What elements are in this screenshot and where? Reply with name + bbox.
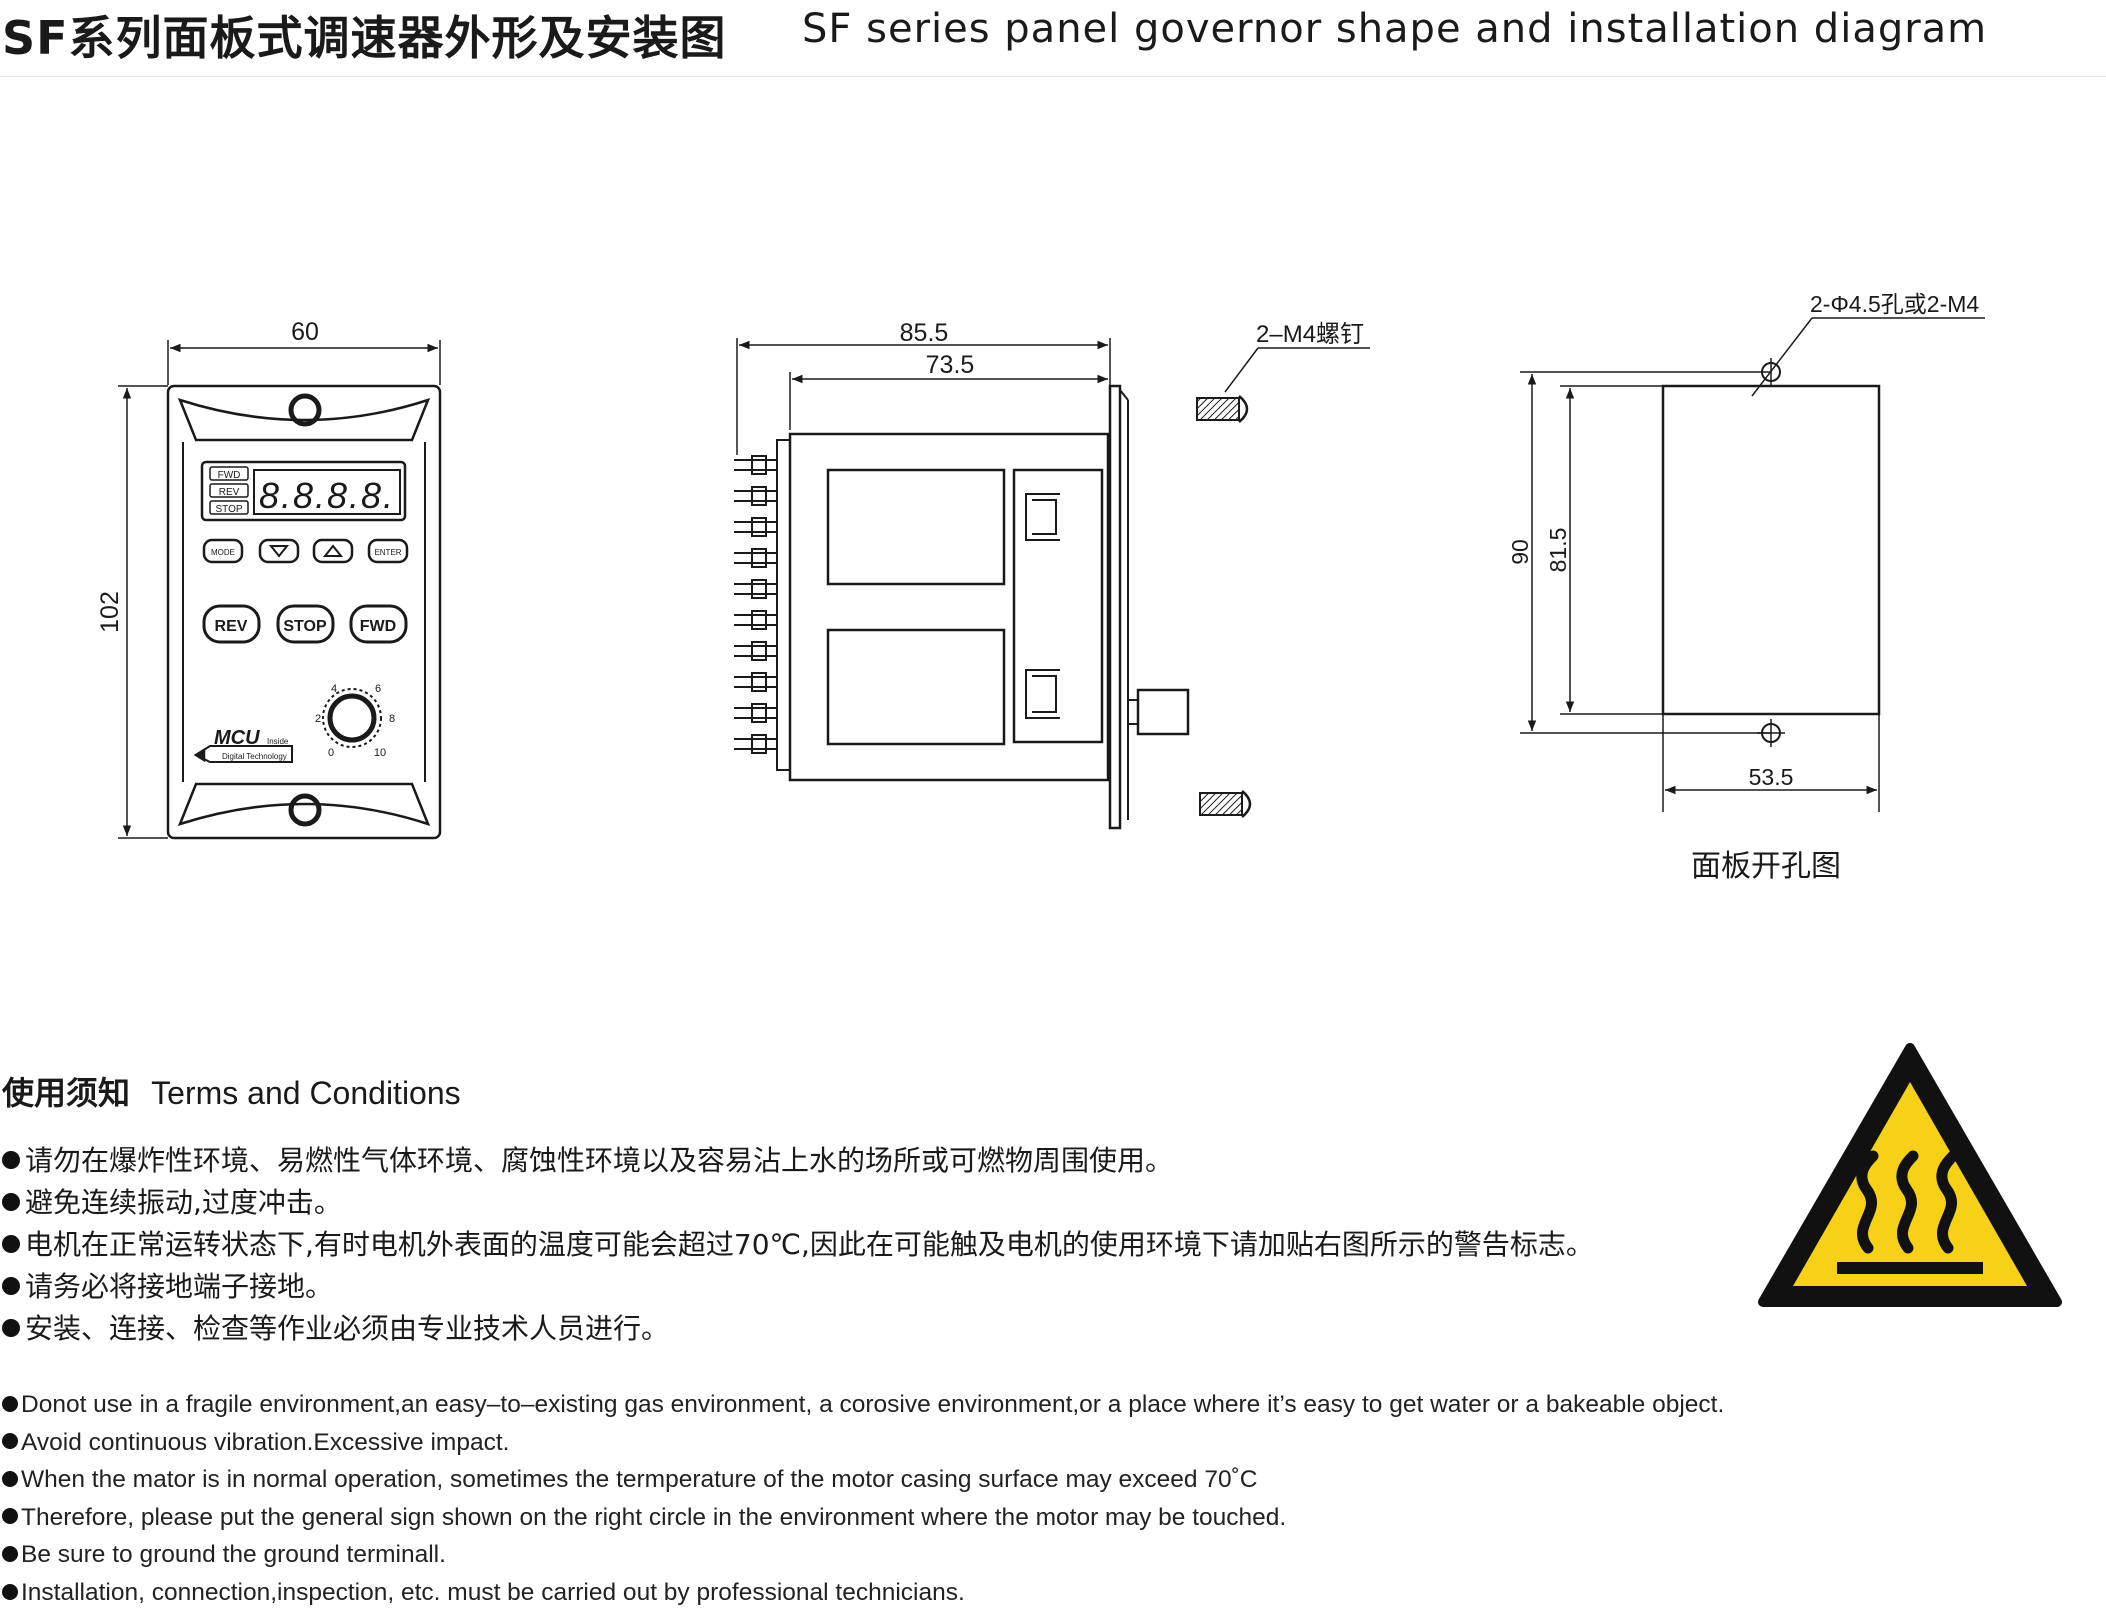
dial-mark-8: 8 [389,713,395,725]
seven-segment-display: 8.8.8.8. [259,475,395,516]
list-item: 请务必将接地端子接地。 [2,1266,1594,1308]
terms-heading-cn: 使用须知 [2,1074,131,1112]
fwd-button-label: FWD [360,618,396,635]
front-view [118,340,442,840]
indicator-rev: REV [219,487,240,498]
list-item: Avoid continuous vibration.Excessive imp… [2,1424,1724,1462]
brand-inside: Inside [267,737,289,746]
bullet-icon [2,1545,18,1562]
indicator-stop: STOP [215,504,242,515]
hot-surface-bar [1837,1262,1983,1274]
brand-logo: MCU [214,727,260,749]
list-item: 避免连续振动,过度冲击。 [2,1182,1594,1224]
bullet-icon [2,1193,20,1211]
bullet-icon [2,1470,18,1487]
bullet-icon [2,1235,20,1253]
cutout-caption: 面板开孔图 [1691,850,1841,883]
cutout-width: 53.5 [1749,764,1794,790]
terminal-block [751,672,767,692]
terminal-block [751,517,767,537]
list-item: Therefore, please put the general sign s… [2,1499,1724,1537]
list-item: 请勿在爆炸性环境、易燃性气体环境、腐蚀性环境以及容易沾上水的场所或可燃物周围使用… [2,1140,1594,1182]
panel-cutout [1520,317,1985,812]
terminal-block [751,579,767,599]
cutout-inner-height: 81.5 [1545,528,1571,573]
terminal-block [751,610,767,630]
front-width-label: 60 [291,318,319,346]
bullet-icon [2,1151,20,1169]
title-row: SF系列面板式调速器外形及安装图 SF series panel governo… [0,0,2106,77]
page-title-cn: SF系列面板式调速器外形及安装图 [2,11,727,65]
list-item: Be sure to ground the ground terminall. [2,1536,1724,1574]
terminal-pins [734,455,777,754]
hot-surface-warning-icon [1758,1043,2062,1307]
list-item: Donot use in a fragile environment,an ea… [2,1386,1724,1424]
dial-mark-0: 0 [328,747,334,759]
side-view [736,338,1370,830]
hole-label: 2-Φ4.5孔或2-M4 [1810,291,1979,317]
screw-label: 2–M4螺钉 [1256,321,1364,348]
side-body-length: 73.5 [926,351,975,379]
enter-button-label: ENTER [374,548,401,557]
bullet-icon [2,1277,20,1295]
list-item: 电机在正常运转状态下,有时电机外表面的温度可能会超过70℃,因此在可能触及电机的… [2,1224,1594,1266]
indicator-fwd: FWD [218,470,241,481]
terminal-block [751,641,767,661]
terminal-block [751,486,767,506]
cutout-outer-height: 90 [1507,539,1533,565]
dial-mark-6: 6 [375,683,381,695]
terms-heading-en: Terms and Conditions [151,1075,461,1111]
dial-mark-2: 2 [315,713,321,725]
bullet-icon [2,1508,18,1525]
terms-list-cn: 请勿在爆炸性环境、易燃性气体环境、腐蚀性环境以及容易沾上水的场所或可燃物周围使用… [2,1140,1594,1350]
terms-list-en: Donot use in a fragile environment,an ea… [2,1386,1724,1612]
heat-waves-icon [1856,1150,1959,1254]
terminal-block [751,734,767,754]
bullet-icon [2,1433,18,1450]
bullet-icon [2,1319,20,1337]
terminal-block [751,703,767,723]
front-height-label: 102 [96,591,124,633]
page-title-en: SF series panel governor shape and insta… [802,6,1988,52]
dial-mark-10: 10 [374,747,386,759]
dial-mark-4: 4 [331,683,337,695]
side-overall-length: 85.5 [900,319,949,347]
brand-subline: Digital Technology [222,752,287,761]
terminal-block [751,455,767,475]
terms-heading: 使用须知 Terms and Conditions [2,1068,461,1114]
bullet-icon [2,1583,18,1600]
bullet-icon [2,1395,18,1412]
list-item: 安装、连接、检查等作业必须由专业技术人员进行。 [2,1308,1594,1350]
installation-drawings: 60 102 FWD REV STOP 8.8.8.8. MODE ENTER … [96,291,1985,883]
mode-button-label: MODE [211,548,235,557]
terminal-block [751,548,767,568]
rev-button-label: REV [215,618,248,635]
list-item: Installation, connection,inspection, etc… [2,1574,1724,1612]
list-item: When the mator is in normal operation, s… [2,1461,1724,1499]
warning-triangle-fill [1793,1082,2027,1286]
stop-button-label: STOP [283,618,327,635]
